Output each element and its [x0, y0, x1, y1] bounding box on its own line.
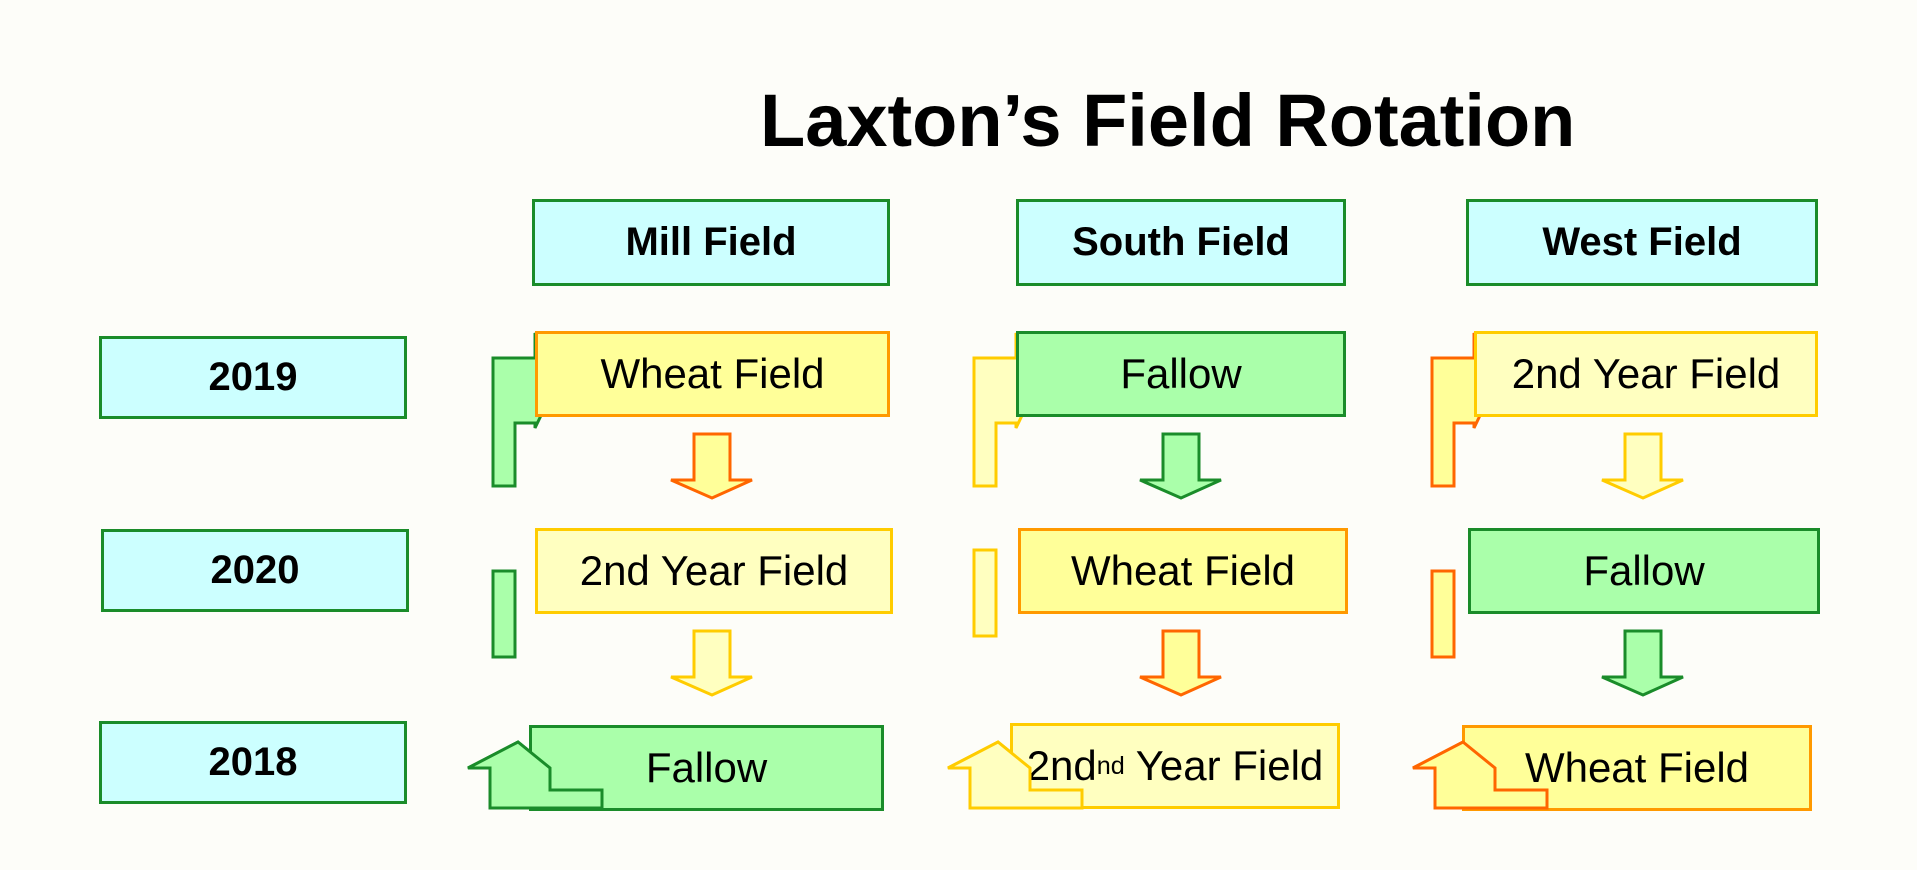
down-arrow-icon: [1601, 629, 1684, 697]
cell-mill-row3: Fallow: [529, 725, 884, 811]
cell-text-ordinal: 2nd: [1026, 742, 1097, 789]
column-header-south-field: South Field: [1016, 199, 1346, 286]
down-arrow-icon: [1139, 629, 1222, 697]
rotation-connector: [972, 548, 998, 638]
down-arrow-icon: [1601, 432, 1684, 500]
down-arrow-icon: [670, 629, 753, 697]
row-header-year-1: 2019: [99, 336, 407, 419]
down-arrow-icon: [670, 432, 753, 500]
cell-west-row3: Wheat Field: [1462, 725, 1812, 811]
row-header-year-3: 2018: [99, 721, 407, 804]
cell-west-row1: 2nd Year Field: [1474, 331, 1818, 417]
cell-south-row1: Fallow: [1016, 331, 1346, 417]
cell-mill-row2: 2nd Year Field: [535, 528, 893, 614]
column-header-mill-field: Mill Field: [532, 199, 890, 286]
cell-mill-row1: Wheat Field: [535, 331, 890, 417]
diagram-title: Laxton’s Field Rotation: [760, 79, 1576, 162]
cell-south-row2: Wheat Field: [1018, 528, 1348, 614]
cell-text-rest: Year Field: [1124, 742, 1324, 789]
column-header-west-field: West Field: [1466, 199, 1818, 286]
rotation-connector: [1430, 569, 1456, 659]
cell-west-row2: Fallow: [1468, 528, 1820, 614]
rotation-connector: [491, 569, 517, 659]
down-arrow-icon: [1139, 432, 1222, 500]
row-header-year-2: 2020: [101, 529, 409, 612]
